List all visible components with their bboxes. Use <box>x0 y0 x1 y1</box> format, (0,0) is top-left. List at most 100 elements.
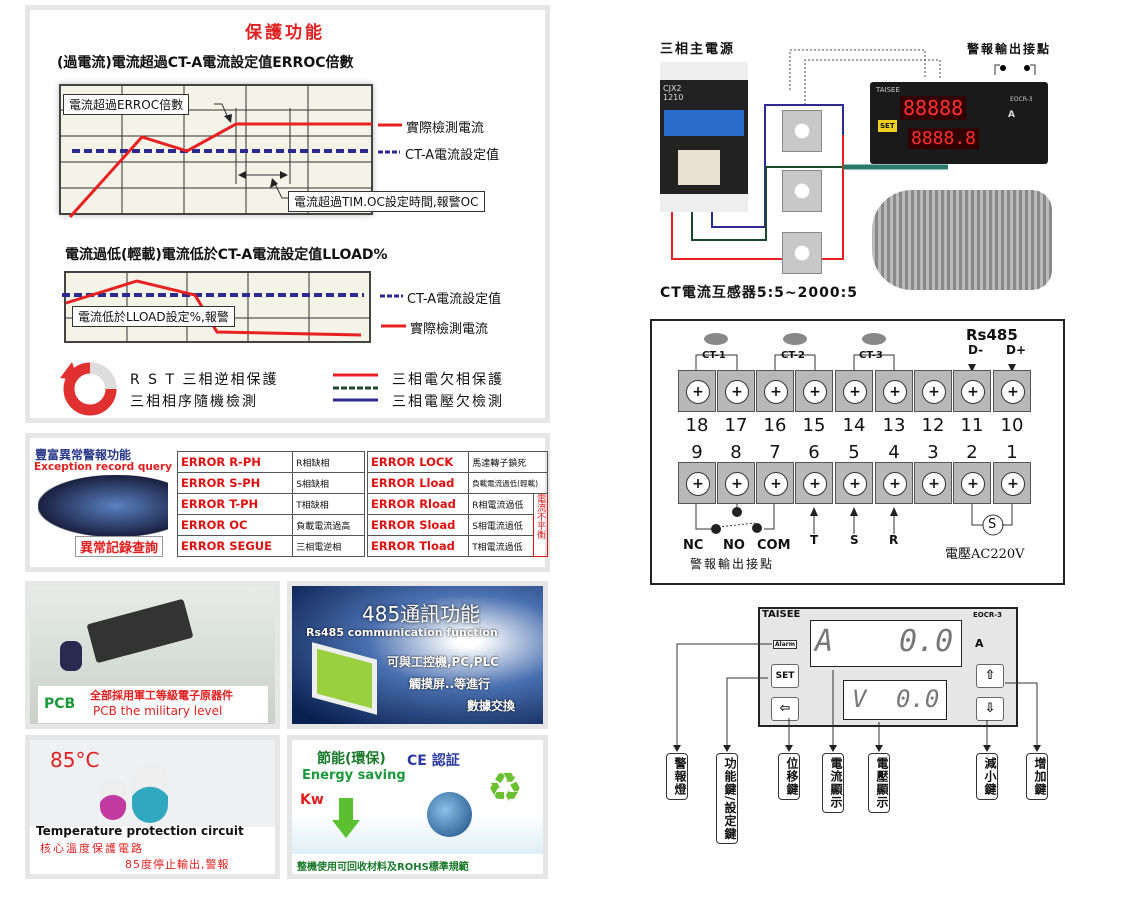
terminal-bottom-2: + <box>953 462 991 504</box>
wiring-lines <box>671 49 1036 260</box>
voltage-display-prefix: V <box>852 685 867 713</box>
ce-cert: CE 認証 <box>407 753 460 769</box>
tablet-image <box>38 475 168 537</box>
callout-decrease-key: 減小鍵 <box>976 753 998 800</box>
terminal-number: 8 <box>730 442 742 463</box>
terminal-number: 12 <box>921 415 945 436</box>
rs485-tile: 485通訊功能 Rs485 communication function 可與工… <box>287 581 548 729</box>
overcurrent-heading: (過電流)電流超過CT-A電流設定值ERROC倍數 <box>57 55 354 71</box>
screw-icon: + <box>922 472 946 496</box>
terminal-bottom-6: + <box>795 462 833 504</box>
undervoltage-legend: 三相電壓欠檢測 <box>392 394 504 410</box>
energy-footer: 整機使用可回收材料及ROHS標準規範 <box>297 862 469 873</box>
exception-title-en: Exception record query <box>34 461 172 473</box>
callout-alarm-lamp: 警報燈 <box>666 753 688 800</box>
protection-title: 保護功能 <box>245 23 325 43</box>
callout-function-set-key: 功能鍵/設定鍵 <box>716 753 738 845</box>
terminal-number: 15 <box>802 415 826 436</box>
terminal-number: 9 <box>691 442 703 463</box>
terminal-number: 7 <box>769 442 781 463</box>
contactor-image: CJX2 1210 <box>660 62 748 212</box>
flask-blue-icon <box>132 765 168 823</box>
meter-unit: A <box>1008 110 1015 120</box>
terminal-top-17: + <box>717 370 755 412</box>
increase-button[interactable]: ⇧ <box>976 664 1004 688</box>
temperature-tile: 85°C Temperature protection circuit 核心溫度… <box>25 735 280 879</box>
pcb-caption-bg <box>38 686 268 723</box>
decrease-button[interactable]: ⇩ <box>976 697 1004 721</box>
meter-display-2: 8888.8 <box>908 128 980 149</box>
phase-s-label: S <box>850 533 859 547</box>
screw-icon: + <box>764 472 788 496</box>
terminal-bottom-7: + <box>756 462 794 504</box>
rst-sequence-detect: 三相相序隨機檢測 <box>130 394 258 410</box>
screw-icon: + <box>961 380 985 404</box>
capacitor-image <box>60 641 82 671</box>
d-minus-label: D- <box>968 343 984 357</box>
phase-rotation-icon <box>63 362 118 412</box>
callout-current-display: 電流顯示 <box>822 753 844 813</box>
screw-icon: + <box>803 380 827 404</box>
rs485-line1: 可與工控機,PC,PLC <box>387 655 499 669</box>
pcb-cn: 全部採用軍工等級電子原器件 <box>90 689 233 702</box>
legend-actual-2: 實際檢測電流 <box>410 322 489 337</box>
motor-image <box>872 190 1052 290</box>
terminal-top-13: + <box>875 370 913 412</box>
callout-shift-key: 位移鍵 <box>778 753 800 800</box>
current-display-prefix: A <box>815 624 834 659</box>
ct-sensor-3 <box>782 232 822 274</box>
error-code: ERROR T-PH <box>176 493 294 515</box>
error-code: ERROR R-PH <box>176 451 294 473</box>
terminal-bottom-5: + <box>835 462 873 504</box>
callout-increase-key: 增加鍵 <box>1026 753 1048 800</box>
screw-icon: + <box>883 472 907 496</box>
screw-icon: + <box>883 380 907 404</box>
voltage-display: V 0.0 <box>843 680 947 720</box>
ct-sensor-1 <box>782 110 822 152</box>
shift-left-button[interactable]: ⇦ <box>771 697 799 721</box>
pcb-en: PCB the military level <box>93 704 223 718</box>
rst-reverse-phase: R S T 三相逆相保護 <box>130 372 279 388</box>
errroc-label: 電流超過ERROC倍數 <box>63 94 190 115</box>
screw-icon: + <box>803 472 827 496</box>
no-label: NO <box>723 538 745 553</box>
temp-cn1: 核心溫度保護電路 <box>40 842 144 855</box>
phase-r-label: R <box>889 533 899 547</box>
terminal-number: 14 <box>842 415 866 436</box>
imbalance-note: 電流不平衡 <box>533 493 548 557</box>
meter-set-button: SET <box>878 120 897 132</box>
screw-icon: + <box>764 380 788 404</box>
kw-label: Kw <box>300 792 324 808</box>
ct3-label: CT-3 <box>859 350 883 361</box>
d-plus-label: D+ <box>1006 343 1027 357</box>
terminal-top-10: + <box>993 370 1031 412</box>
screw-icon: + <box>686 472 710 496</box>
front-brand: TAISEE <box>762 609 801 620</box>
rs485-line2: 觸摸屏..等進行 <box>409 677 491 691</box>
energy-en: Energy saving <box>302 768 406 783</box>
front-model: EOCR-3 <box>973 611 1003 619</box>
screw-icon: + <box>686 380 710 404</box>
screw-icon: + <box>725 472 749 496</box>
error-code: ERROR OC <box>176 514 294 536</box>
recycle-icon: ♻ <box>487 765 523 811</box>
error-desc: 馬達轉子鎖死 <box>468 451 548 473</box>
voltage-coil-s: S <box>988 517 997 532</box>
rs485-label: Rs485 <box>966 326 1018 344</box>
contactor-blue-block <box>664 110 744 136</box>
error-code: ERROR SEGUE <box>176 535 294 557</box>
globe-icon <box>427 792 472 837</box>
screw-icon: + <box>843 472 867 496</box>
voltage-label: 電壓AC220V <box>945 547 1025 562</box>
terminal-number: 10 <box>1000 415 1024 436</box>
alarm-lamp[interactable]: Alarm <box>773 640 797 649</box>
terminal-number: 2 <box>966 442 978 463</box>
voltage-display-value: 0.0 <box>896 685 940 713</box>
callout-voltage-display: 電壓顯示 <box>868 753 890 813</box>
set-button[interactable]: SET <box>771 664 799 688</box>
